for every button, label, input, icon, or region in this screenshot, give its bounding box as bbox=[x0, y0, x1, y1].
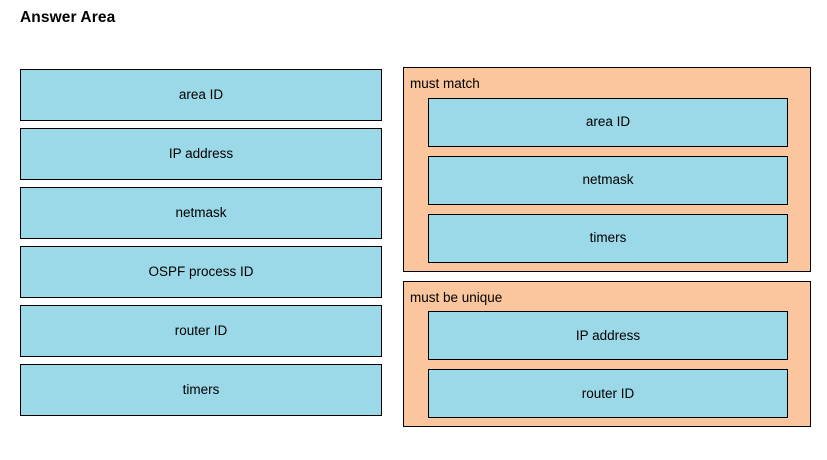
dropped-item-label: area ID bbox=[585, 114, 631, 130]
dropped-item-netmask[interactable]: netmask bbox=[428, 155, 788, 205]
dropped-item-label: router ID bbox=[581, 385, 635, 401]
drop-panel-items: IP address router ID bbox=[404, 311, 810, 418]
drop-panel-must-match[interactable]: must match area ID netmask timers bbox=[403, 67, 811, 272]
draggable-option-timers[interactable]: timers bbox=[20, 364, 382, 416]
draggable-option-ospf-process-id[interactable]: OSPF process ID bbox=[20, 246, 382, 298]
source-options-column: area ID IP address netmask OSPF process … bbox=[20, 69, 382, 416]
drop-target-column: must match area ID netmask timers must b… bbox=[403, 67, 811, 427]
page-title: Answer Area bbox=[20, 9, 116, 26]
option-label: timers bbox=[182, 382, 220, 398]
drop-panel-items: area ID netmask timers bbox=[404, 97, 810, 263]
dropped-item-area-id[interactable]: area ID bbox=[428, 97, 788, 147]
dropped-item-label: IP address bbox=[575, 327, 641, 343]
option-label: area ID bbox=[178, 87, 224, 103]
drop-panel-title: must match bbox=[410, 76, 480, 91]
option-label: netmask bbox=[175, 205, 227, 221]
dropped-item-ip-address[interactable]: IP address bbox=[428, 311, 788, 360]
dropped-item-router-id[interactable]: router ID bbox=[428, 369, 788, 418]
option-label: router ID bbox=[174, 323, 228, 339]
option-label: IP address bbox=[168, 146, 234, 162]
dropped-item-label: timers bbox=[589, 230, 627, 246]
draggable-option-netmask[interactable]: netmask bbox=[20, 187, 382, 239]
draggable-option-ip-address[interactable]: IP address bbox=[20, 128, 382, 180]
drop-panel-must-be-unique[interactable]: must be unique IP address router ID bbox=[403, 280, 811, 427]
draggable-option-area-id[interactable]: area ID bbox=[20, 69, 382, 121]
dropped-item-label: netmask bbox=[582, 172, 634, 188]
dropped-item-timers[interactable]: timers bbox=[428, 213, 788, 263]
option-label: OSPF process ID bbox=[148, 264, 254, 280]
draggable-option-router-id[interactable]: router ID bbox=[20, 305, 382, 357]
drop-panel-title: must be unique bbox=[410, 289, 503, 305]
